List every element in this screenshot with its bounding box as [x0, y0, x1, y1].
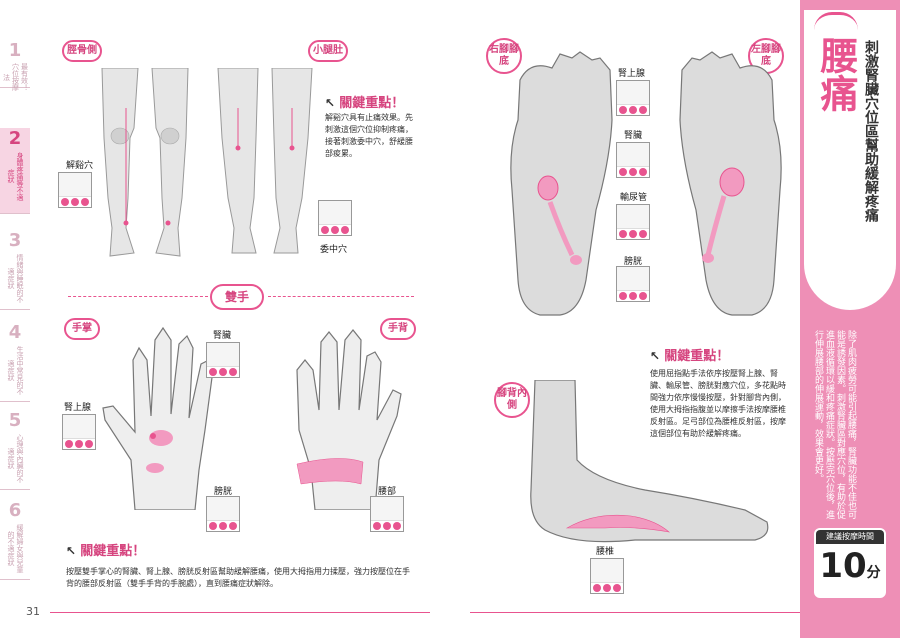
thumb-hand-bladder [206, 496, 240, 532]
key-point-1-text: 解谿穴具有止痛效果。先刺激這個穴位抑制疼痛，接著刺激委中穴，舒緩腰部痠累。 [325, 113, 413, 158]
key-point-3-title: ↖ 關鍵重點！ [650, 349, 730, 364]
sidebar-title-bracket [814, 12, 858, 30]
badge-palm: 手掌 [64, 318, 100, 340]
time-value-row: 10分 [816, 546, 884, 586]
time-value: 10 [819, 546, 867, 586]
badge-calf: 小腿肚 [308, 40, 348, 62]
label-jiexi-point: 解谿穴 [66, 161, 94, 171]
sidebar-description: 除了肌肉疲勞可能引起腰痛，腎臟功能不佳也可能是誘發因素。刺激腎臟區對應穴位，有助… [813, 330, 856, 519]
key-point-2-title-text: 關鍵重點！ [80, 544, 146, 559]
key-point-1-title: ↖ 關鍵重點！ [325, 96, 405, 111]
badge-inner-instep: 腳背內側 [494, 382, 530, 418]
thumb-foot-bladder [616, 266, 650, 302]
label-weizhong-point: 委中穴 [320, 245, 348, 255]
label-hand-bladder: 膀胱 [214, 487, 233, 497]
key-point-1-title-text: 關鍵重點！ [339, 96, 405, 111]
legs-front-illustration [101, 68, 189, 257]
section-divider-left [68, 296, 208, 297]
index-tab-2[interactable]: 2 身體疼痛等不適症狀 [0, 128, 30, 214]
label-foot-ureter: 輸尿管 [620, 193, 648, 203]
thumb-lumbar-spine [590, 558, 624, 594]
label-foot-adrenal: 腎上腺 [618, 69, 646, 79]
bottom-rule-left [50, 612, 430, 613]
key-point-3-title-text: 關鍵重點！ [664, 349, 730, 364]
sidebar-title-panel [804, 10, 896, 310]
key-point-2-title: ↖ 關鍵重點！ [66, 544, 146, 559]
index-tab-number: 6 [8, 500, 22, 521]
inner-foot-illustration [530, 380, 769, 543]
right-sole-illustration [510, 51, 613, 316]
index-tab-number: 4 [8, 322, 22, 343]
bottom-rule-right [470, 612, 800, 613]
sidebar-subtitle: 刺激腎臟穴位區幫助緩解疼痛 [863, 40, 879, 222]
badge-right-sole: 右腳腳底 [486, 38, 522, 74]
thumb-weizhong [318, 200, 352, 236]
key-point-3-text: 使用屈指點手法依序按壓腎上腺、腎臟、輸尿管、膀胱對應穴位，多花點時間強力依序慢慢… [650, 369, 786, 438]
index-tab-label: 身體疼痛等不適症狀 [7, 151, 24, 201]
index-tab-label: 心理與內臟的不適症狀 [7, 433, 24, 483]
left-sole-illustration [679, 51, 782, 316]
label-lumbar-spine: 腰椎 [596, 547, 615, 557]
key-point-2-text: 按壓雙手掌心的腎臟、腎上腺、膀胱反射區幫助緩解腰痛，使用大拇指用力揉壓，強力按壓… [66, 567, 410, 588]
thumb-foot-ureter [616, 204, 650, 240]
index-tab-3[interactable]: 3 情緒與睡眠的不適症狀 [0, 230, 30, 310]
section-title-hands: 雙手 [210, 284, 264, 310]
time-box: 建議按摩時間 10分 [814, 528, 886, 598]
badge-shin-side: 脛骨側 [62, 40, 102, 62]
thumb-jiexi [58, 172, 92, 208]
back-of-hand-illustration [296, 329, 402, 510]
sidebar-title: 腰痛 [814, 36, 858, 112]
index-tab-5[interactable]: 5 心理與內臟的不適症狀 [0, 410, 30, 490]
index-tab-number: 1 [8, 40, 22, 61]
time-unit: 分 [866, 565, 881, 581]
label-foot-kidney: 腎臟 [624, 131, 643, 141]
thumb-foot-adrenal [616, 80, 650, 116]
badge-back-of-hand: 手背 [380, 318, 416, 340]
index-tab-number: 3 [8, 230, 22, 251]
index-tab-number: 5 [8, 410, 22, 431]
index-tab-1[interactable]: 1 最有效！穴位按摩法 [0, 40, 30, 91]
thumb-hand-kidney [206, 342, 240, 378]
label-hand-waist: 腰部 [378, 487, 397, 497]
time-label: 建議按摩時間 [816, 530, 884, 544]
index-tab-label: 最有效！穴位按摩法 [2, 63, 29, 91]
index-tab-number: 2 [8, 128, 22, 149]
page-number-left: 31 [26, 605, 40, 618]
label-hand-adrenal: 腎上腺 [64, 403, 92, 413]
index-tab-6[interactable]: 6 緩解婦女與兒童的不適症狀 [0, 500, 30, 580]
section-divider-right [268, 296, 414, 297]
index-tab-label: 情緒與睡眠的不適症狀 [7, 253, 24, 303]
label-hand-kidney: 腎臟 [213, 331, 232, 341]
thumb-hand-adrenal [62, 414, 96, 450]
legs-back-illustration [217, 68, 313, 254]
label-foot-bladder: 膀胱 [624, 257, 643, 267]
topic-sidebar: 腰痛 刺激腎臟穴位區幫助緩解疼痛 除了肌肉疲勞可能引起腰痛，腎臟功能不佳也可能是… [800, 0, 900, 638]
index-tab-4[interactable]: 4 生活中常見的不適症狀 [0, 322, 30, 402]
index-tab-label: 生活中常見的不適症狀 [7, 345, 24, 395]
index-tab-label: 緩解婦女與兒童的不適症狀 [7, 523, 24, 573]
thumb-hand-waist [370, 496, 404, 532]
thumb-foot-kidney [616, 142, 650, 178]
